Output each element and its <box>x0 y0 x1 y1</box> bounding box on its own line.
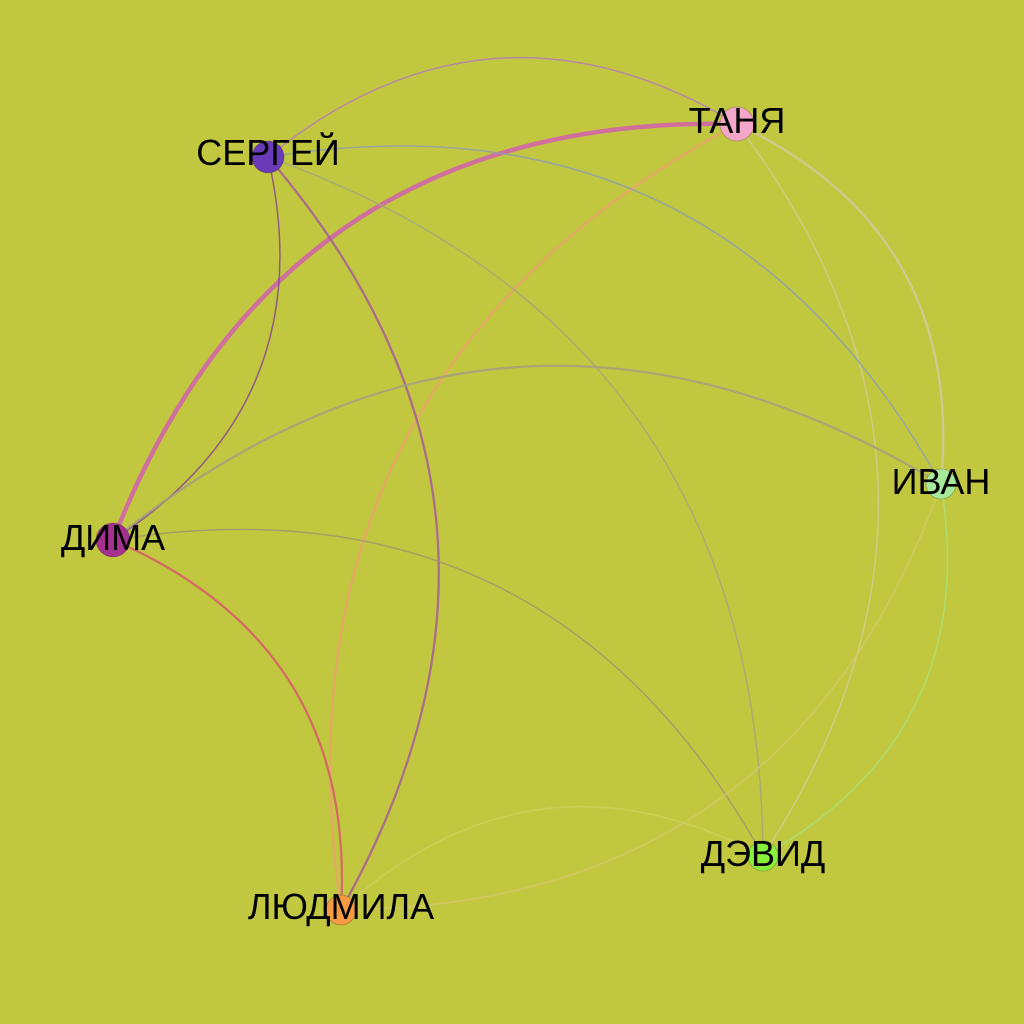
node-layer <box>95 106 957 926</box>
edge-lyudmila-david <box>340 806 764 911</box>
label-layer: ТАНЯ СЕРГЕЙ ИВАН ДИМА ДЭВИД ЛЮДМИЛА <box>61 100 990 927</box>
edge-dima-ivan <box>112 364 942 541</box>
edge-sergey-ivan <box>267 145 942 485</box>
node-label-ivan: ИВАН <box>892 461 991 502</box>
node-label-sergey: СЕРГЕЙ <box>196 131 339 173</box>
edge-dima-tanya <box>110 121 738 541</box>
node-label-lyudmila: ЛЮДМИЛА <box>248 886 434 927</box>
edge-sergey-david <box>267 156 764 857</box>
node-david <box>747 840 779 872</box>
node-sergey <box>251 140 285 174</box>
node-ivan <box>925 468 957 500</box>
edge-layer <box>110 56 949 911</box>
node-lyudmila <box>325 894 357 926</box>
edge-ivan-david <box>762 483 949 857</box>
node-tanya <box>719 106 755 142</box>
node-label-david: ДЭВИД <box>701 833 826 874</box>
edge-dima-david <box>112 528 764 857</box>
edge-tanya-ivan <box>736 122 945 485</box>
edge-dima-lyudmila <box>112 538 343 911</box>
node-dima <box>95 522 131 558</box>
edge-ivan-lyudmila <box>340 483 942 911</box>
edge-sergey-tanya <box>267 56 738 158</box>
edge-lyudmila-tanya <box>329 123 738 911</box>
node-label-dima: ДИМА <box>61 517 165 558</box>
edge-tanya-david <box>736 123 880 857</box>
edge-sergey-lyudmila <box>267 156 440 911</box>
node-label-tanya: ТАНЯ <box>689 100 786 141</box>
